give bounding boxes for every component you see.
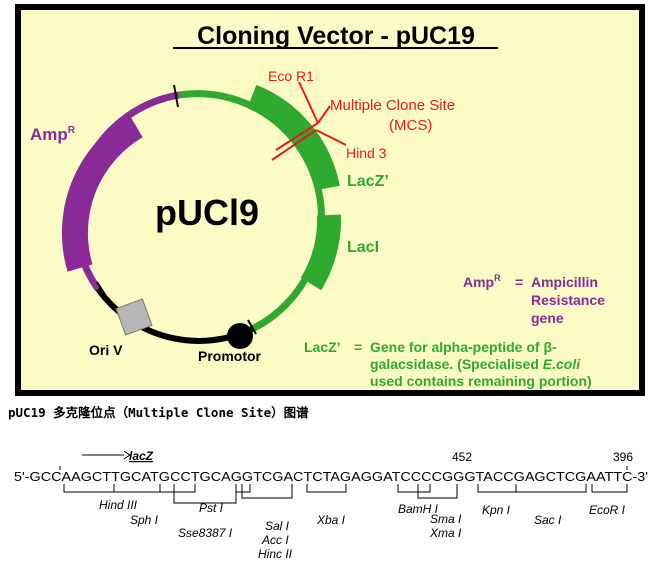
- bracket-hind3: [63, 484, 115, 493]
- figure-caption: pUC19 多克隆位点（Multiple Clone Site）图谱: [8, 405, 309, 420]
- enzyme-bamh1: BamH I: [398, 502, 439, 516]
- lacz-gene-label: lacZ: [129, 449, 154, 463]
- promotor-label: Promotor: [198, 348, 262, 364]
- mcs-line-2: [271, 129, 317, 161]
- seq-left-number: 452: [452, 450, 472, 464]
- eco-pointer: [298, 81, 319, 124]
- ampr-gene-block: [61, 114, 143, 272]
- legend-amp-key: AmpR: [463, 273, 501, 290]
- tick-left: [96, 281, 107, 297]
- enzyme-hinc2: Hinc II: [258, 547, 293, 561]
- ori-v-label: Ori V: [89, 342, 123, 358]
- bracket-sal1: [235, 484, 251, 493]
- lacz-arrow-head: [123, 450, 131, 460]
- bracket-sph1: [113, 484, 161, 493]
- tick-top: [173, 84, 179, 108]
- enzyme-xba1: Xba I: [316, 513, 346, 527]
- enzyme-sph1: Sph I: [130, 513, 159, 527]
- legend-amp-desc-2: Resistance: [531, 292, 605, 308]
- legend-lacz-desc-2: galacsidase. (Specialised E.coli: [370, 356, 581, 372]
- eco-r1-label: Eco R1: [268, 68, 314, 84]
- mcs-abbrev-label: (MCS): [389, 117, 432, 134]
- seq-right-number: 396: [613, 450, 633, 464]
- legend-lacz-key: LacZ’: [304, 339, 341, 355]
- hind3-label: Hind 3: [346, 145, 387, 161]
- mcs-pointer: [317, 105, 331, 124]
- enzyme-sma1: Sma I: [430, 512, 462, 526]
- tick-bottom: [247, 319, 257, 335]
- bracket-ecor1: [591, 484, 628, 493]
- legend-lacz-eq: =: [354, 339, 362, 355]
- ori-v-block: [115, 298, 153, 336]
- enzyme-kpn1: Kpn I: [482, 503, 511, 517]
- legend-lacz-desc-3: used contains remaining portion): [370, 373, 592, 389]
- lacz-label: LacZ’: [347, 173, 389, 190]
- enzyme-hind3: Hind III: [99, 498, 138, 512]
- map-title: Cloning Vector - pUC19: [197, 22, 475, 50]
- laci-label: LacI: [347, 239, 379, 256]
- enzyme-sal1: Sal I: [265, 519, 290, 533]
- ampr-label: AmpR: [30, 125, 76, 144]
- promotor-circle: [227, 323, 253, 349]
- enzyme-sac1: Sac I: [534, 513, 562, 527]
- bracket-pst1: [159, 484, 196, 493]
- bracket-sac1: [515, 484, 587, 493]
- enzyme-labels: Hind III Sph I Pst I Sse8387 I Sal I Acc…: [99, 498, 626, 561]
- laci-gene-block: [300, 214, 342, 291]
- bracket-kpn1: [477, 484, 517, 493]
- bracket-xba1: [306, 484, 347, 493]
- plasmid-name: pUCl9: [155, 192, 259, 233]
- mcs-label: Multiple Clone Site: [330, 97, 455, 114]
- enzyme-acc1: Acc I: [261, 533, 289, 547]
- enzyme-sse8387: Sse8387 I: [178, 526, 233, 540]
- legend-lacz-desc-1: Gene for alpha-peptide of β-: [370, 339, 557, 355]
- enzyme-pst1: Pst I: [199, 501, 224, 515]
- enzyme-ecor1: EcoR I: [589, 503, 626, 517]
- legend-amp-eq: =: [515, 274, 523, 290]
- bracket-bamh1: [397, 484, 431, 493]
- legend-amp-desc-3: gene: [531, 310, 564, 326]
- mcs-marker: [271, 81, 347, 161]
- mcs-line-1: [275, 122, 319, 151]
- legend-amp-desc-1: Ampicillin: [531, 274, 598, 290]
- bracket-acc1-hinc2: [241, 484, 293, 499]
- bracket-sma1: [417, 484, 458, 499]
- hind-pointer: [315, 129, 347, 146]
- mcs-sequence: 5'-GCCAAGCTTGCATGCCTGCAGGTCGACTCTAGAGGAT…: [14, 470, 648, 484]
- site-brackets: [63, 484, 628, 504]
- bracket-sse8387: [173, 484, 237, 504]
- enzyme-xma1: Xma I: [429, 526, 462, 540]
